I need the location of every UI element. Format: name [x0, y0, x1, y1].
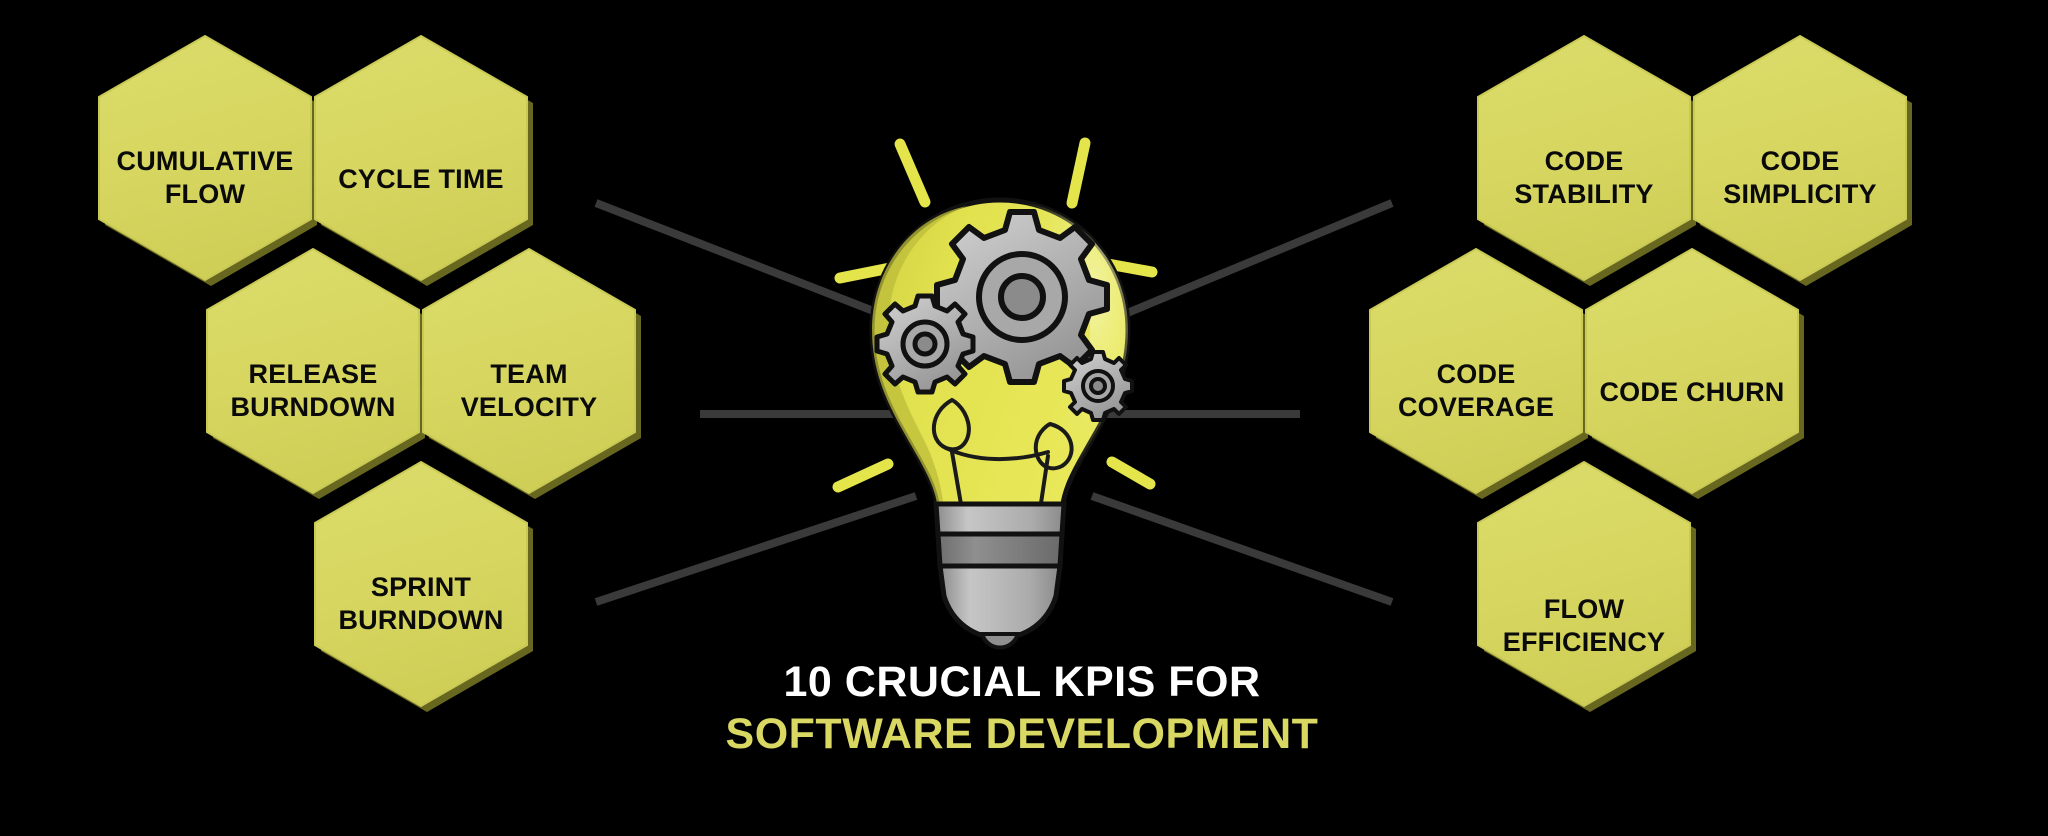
hex-code-churn[interactable]: CODE CHURN	[1585, 247, 1804, 499]
hex-cluster-left: CUMULATIVE FLOW CYCLE TIME RELEASE BURND…	[98, 34, 641, 712]
hex-label-line-0: FLOW	[1544, 594, 1625, 624]
hex-shape	[1585, 247, 1799, 495]
hex-label-line-0: RELEASE	[249, 359, 378, 389]
hex-label-line-0: SPRINT	[371, 572, 472, 602]
bulb-base-dome	[937, 563, 1063, 641]
title-line-1: 10 CRUCIAL KPIS FOR	[784, 658, 1261, 706]
gear-large-icon	[934, 209, 1110, 385]
hex-cycle-time[interactable]: CYCLE TIME	[314, 34, 533, 286]
hex-shape	[1477, 34, 1691, 282]
hex-shape	[206, 247, 420, 495]
connectors-group	[312, 174, 1394, 606]
hex-label-line-1: COVERAGE	[1398, 392, 1554, 422]
hex-flow-efficiency[interactable]: FLOW EFFICIENCY	[1477, 460, 1696, 712]
bulb-base-collar-1	[933, 501, 1067, 537]
hex-code-simplicity[interactable]: CODE SIMPLICITY	[1693, 34, 1912, 286]
bulb-filament	[931, 397, 1074, 512]
hex-label-line-0: CODE	[1545, 146, 1624, 176]
hex-label-line-0: CYCLE TIME	[338, 164, 504, 194]
page-title: 10 CRUCIAL KPIS FOR SOFTWARE DEVELOPMENT	[726, 658, 1319, 758]
hex-label-line-1: VELOCITY	[461, 392, 598, 422]
hex-label-line-0: CODE	[1761, 146, 1840, 176]
ray-upper-left-icon	[894, 138, 931, 208]
ray-mid-right-icon	[1102, 258, 1158, 278]
hex-shape	[1693, 34, 1907, 282]
hex-release-burndown[interactable]: RELEASE BURNDOWN	[206, 247, 425, 499]
connector-flow-to-bulb	[1090, 492, 1394, 606]
hex-label-line-0: CUMULATIVE	[117, 146, 294, 176]
connector-stability-to-bulb	[1094, 199, 1394, 330]
hex-cumulative-flow[interactable]: CUMULATIVE FLOW	[98, 34, 317, 286]
hex-shape	[98, 34, 312, 282]
hex-code-stability[interactable]: CODE STABILITY	[1477, 34, 1696, 286]
hex-label-line-1: STABILITY	[1514, 179, 1653, 209]
title-line-2: SOFTWARE DEVELOPMENT	[726, 710, 1319, 758]
hex-label-line-0: CODE	[1437, 359, 1516, 389]
hex-shape	[314, 34, 528, 282]
hex-label-line-0: CODE CHURN	[1599, 377, 1784, 407]
connector-sprint-to-bulb	[594, 492, 918, 606]
light-rays-group	[832, 137, 1158, 493]
bulb-base-collar-2	[935, 531, 1065, 569]
ray-upper-right-icon	[1066, 137, 1091, 209]
hex-label-line-1: BURNDOWN	[230, 392, 395, 422]
bulb-highlight	[1000, 200, 1128, 510]
hex-shape	[1477, 460, 1691, 708]
ray-mid-left-icon	[834, 262, 896, 284]
hex-shape	[422, 247, 636, 495]
hex-team-velocity[interactable]: TEAM VELOCITY	[422, 247, 641, 499]
gear-small-left-icon	[874, 293, 976, 395]
hex-shape	[314, 460, 528, 708]
lightbulb-gears-icon	[869, 197, 1134, 650]
hex-label-line-0: TEAM	[490, 359, 567, 389]
hex-label-line-1: SIMPLICITY	[1723, 179, 1877, 209]
hex-sprint-burndown[interactable]: SPRINT BURNDOWN	[314, 460, 533, 712]
ray-lower-right-icon	[1106, 456, 1156, 490]
ray-lower-left-icon	[832, 458, 894, 493]
hex-label-line-1: FLOW	[165, 179, 246, 209]
gear-small-right-icon	[1062, 350, 1134, 422]
hex-cluster-right: CODE STABILITY CODE SIMPLICITY CODE COVE…	[1369, 34, 1912, 712]
hex-label-line-1: EFFICIENCY	[1503, 627, 1666, 657]
hex-code-coverage[interactable]: CODE COVERAGE	[1369, 247, 1588, 499]
bulb-base-tip	[979, 632, 1021, 650]
connector-cycle-to-bulb	[594, 199, 914, 330]
hex-label-line-1: BURNDOWN	[338, 605, 503, 635]
hex-shape	[1369, 247, 1583, 495]
